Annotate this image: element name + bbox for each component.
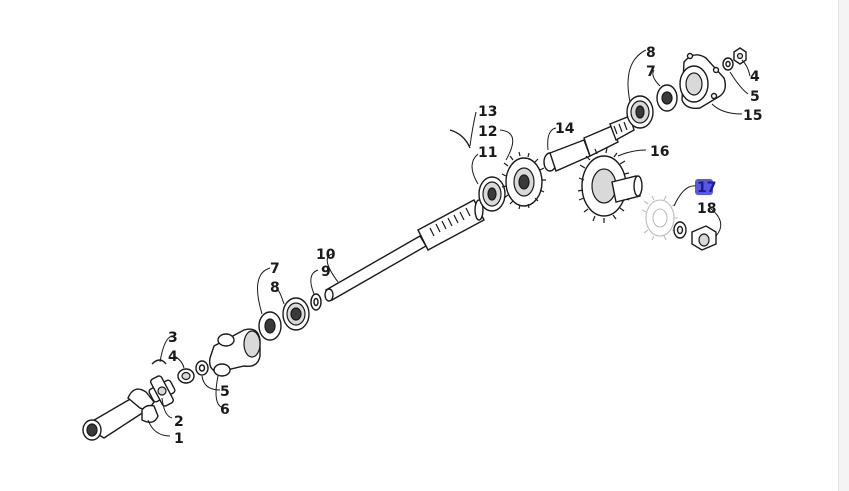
part-7-seal-left[interactable] <box>258 311 282 341</box>
part-7-seal-right[interactable] <box>656 84 678 112</box>
part-8-bearing-right[interactable] <box>626 95 654 129</box>
callout-11[interactable]: 11 <box>478 145 497 161</box>
callout-7-right[interactable]: 7 <box>646 64 656 80</box>
callout-13[interactable]: 13 <box>478 104 497 120</box>
callout-14[interactable]: 14 <box>555 121 575 137</box>
callout-8-right[interactable]: 8 <box>646 45 656 61</box>
callout-labels: 1 2 3 4 5 6 7 8 9 10 11 12 13 14 16 17 1… <box>168 45 762 447</box>
callout-1[interactable]: 1 <box>174 431 184 447</box>
part-10-main-shaft[interactable] <box>324 199 485 302</box>
callout-9[interactable]: 9 <box>321 264 331 280</box>
part-1-slip-yoke[interactable] <box>82 388 159 441</box>
part-5-washer[interactable] <box>195 360 209 376</box>
callout-16[interactable]: 16 <box>650 144 669 160</box>
part-11-bearing[interactable] <box>478 176 506 212</box>
part-6-yoke[interactable] <box>208 328 261 377</box>
part-4-bearing-cap[interactable] <box>177 368 195 384</box>
part-12-sprocket[interactable] <box>501 151 546 210</box>
part-3-snap-ring[interactable] <box>151 359 167 365</box>
part-17-hub[interactable] <box>641 195 678 241</box>
callout-2[interactable]: 2 <box>174 414 184 430</box>
callout-17-highlight <box>695 179 713 195</box>
viewer-right-edge <box>838 0 849 491</box>
part-13-snap-ring[interactable] <box>449 129 471 149</box>
part-5-washer-right[interactable] <box>722 57 734 71</box>
callout-3[interactable]: 3 <box>168 330 178 346</box>
callout-17[interactable]: 17 <box>697 180 716 196</box>
callout-18[interactable]: 18 <box>697 201 716 217</box>
part-4-nut-right[interactable] <box>733 47 747 65</box>
callout-4-left[interactable]: 4 <box>168 349 178 365</box>
callout-6[interactable]: 6 <box>220 402 230 418</box>
part-9-washer[interactable] <box>310 293 322 311</box>
callout-15[interactable]: 15 <box>743 108 762 124</box>
callout-12[interactable]: 12 <box>478 124 497 140</box>
part-18-washer-and-nut[interactable] <box>673 221 717 251</box>
part-8-bearing-left[interactable] <box>282 297 310 331</box>
callout-5-left[interactable]: 5 <box>220 384 230 400</box>
callout-5-right[interactable]: 5 <box>750 89 760 105</box>
callout-4-right[interactable]: 4 <box>750 69 760 85</box>
part-16-driven-gear[interactable] <box>577 147 643 223</box>
callout-10[interactable]: 10 <box>316 247 336 263</box>
callout-8-left[interactable]: 8 <box>270 280 280 296</box>
leader-lines <box>147 49 751 437</box>
part-2-u-joint-cross[interactable] <box>148 375 176 407</box>
part-15-bearing-housing[interactable] <box>679 52 727 110</box>
part-14-shaft[interactable] <box>543 115 635 172</box>
callout-7-left[interactable]: 7 <box>270 261 280 277</box>
